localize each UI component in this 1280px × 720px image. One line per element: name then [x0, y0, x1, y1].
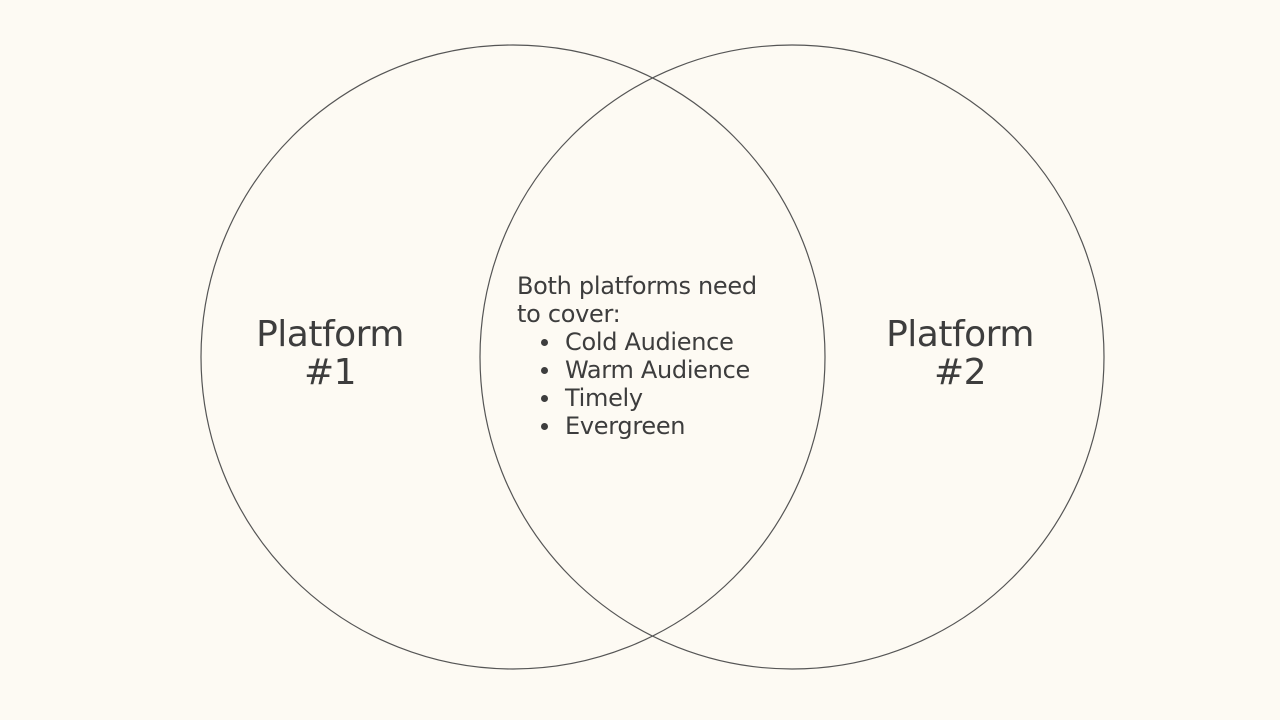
platform-1-label: Platform #1 — [230, 316, 430, 392]
platform-1-label-line2: #1 — [303, 352, 357, 393]
circle-platform-1 — [200, 44, 826, 670]
overlap-heading-line2: to cover: — [517, 300, 621, 328]
list-item-text: Timely — [565, 384, 643, 412]
bullet-icon — [541, 339, 548, 346]
bullet-icon — [541, 395, 548, 402]
list-item: Warm Audience — [541, 356, 807, 384]
bullet-icon — [541, 367, 548, 374]
overlap-heading-line1: Both platforms need — [517, 272, 757, 300]
platform-1-label-line1: Platform — [256, 314, 404, 355]
overlap-list: Cold Audience Warm Audience Timely Everg… — [517, 328, 807, 440]
list-item: Timely — [541, 384, 807, 412]
list-item-text: Cold Audience — [565, 328, 734, 356]
list-item-text: Evergreen — [565, 412, 686, 440]
platform-2-label: Platform #2 — [860, 316, 1060, 392]
list-item: Evergreen — [541, 412, 807, 440]
overlap-content: Both platforms need to cover: Cold Audie… — [517, 272, 807, 440]
platform-2-label-line1: Platform — [886, 314, 1034, 355]
list-item: Cold Audience — [541, 328, 807, 356]
platform-2-label-line2: #2 — [933, 352, 987, 393]
bullet-icon — [541, 423, 548, 430]
circle-platform-2 — [479, 44, 1105, 670]
list-item-text: Warm Audience — [565, 356, 750, 384]
